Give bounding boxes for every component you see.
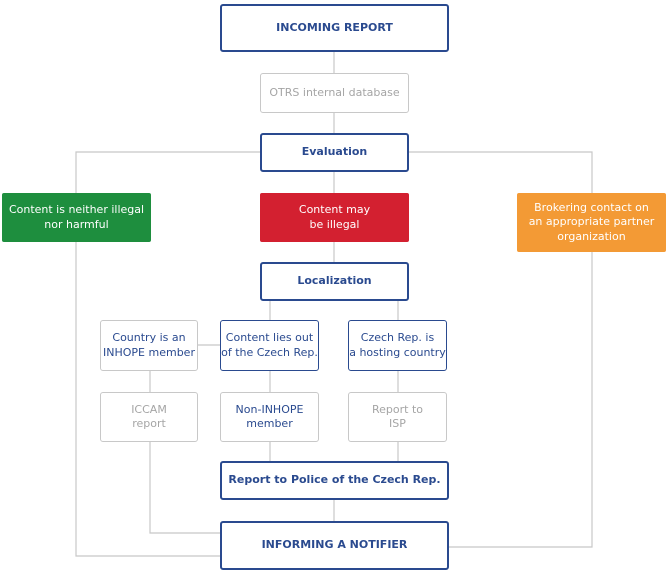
- localization-box: Localization: [260, 262, 409, 301]
- connector-evaluation-left-loop: [75, 151, 260, 557]
- connector-iccam-notifier: [149, 442, 220, 534]
- evaluation-label: Evaluation: [301, 145, 368, 159]
- evaluation-box: Evaluation: [260, 133, 409, 172]
- connector-evaluation-right-loop: [409, 151, 593, 548]
- police-report-label: Report to Police of the Czech Rep.: [228, 473, 441, 487]
- czech-hosting-line-2: a hosting country: [349, 345, 446, 359]
- neither-illegal-line-2: nor harmful: [44, 217, 109, 231]
- brokering-line-2: an appropriate partner: [528, 215, 655, 229]
- inhope-member-box: Country is an INHOPE member: [100, 320, 198, 371]
- outside-czech-line-1: Content lies out: [225, 331, 314, 345]
- otrs-database-box: OTRS internal database: [260, 73, 409, 113]
- police-report-box: Report to Police of the Czech Rep.: [220, 461, 449, 500]
- non-inhope-line-1: Non-INHOPE: [235, 402, 304, 416]
- inhope-member-line-1: Country is an: [112, 331, 186, 345]
- localization-label: Localization: [297, 274, 372, 288]
- iccam-report-box: ICCAM report: [100, 392, 198, 442]
- czech-hosting-box: Czech Rep. is a hosting country: [348, 320, 447, 371]
- otrs-database-label: OTRS internal database: [269, 85, 400, 99]
- report-isp-box: Report to ISP: [348, 392, 447, 442]
- outside-czech-line-2: of the Czech Rep.: [221, 345, 318, 359]
- informing-notifier-box: INFORMING A NOTIFIER: [220, 521, 449, 570]
- may-be-illegal-box: Content may be illegal: [260, 193, 409, 242]
- brokering-line-3: organization: [557, 229, 626, 243]
- czech-hosting-line-1: Czech Rep. is: [360, 331, 435, 345]
- iccam-line-1: ICCAM: [131, 402, 167, 416]
- brokering-line-1: Brokering contact on: [534, 201, 649, 215]
- neither-illegal-line-1: Content is neither illegal: [8, 203, 145, 217]
- iccam-line-2: report: [132, 417, 166, 430]
- incoming-report-label: INCOMING REPORT: [276, 20, 393, 34]
- outside-czech-box: Content lies out of the Czech Rep.: [220, 320, 319, 371]
- non-inhope-box: Non-INHOPE member: [220, 392, 319, 442]
- may-be-illegal-line-2: be illegal: [309, 217, 360, 231]
- inhope-member-line-2: INHOPE member: [103, 345, 195, 359]
- may-be-illegal-line-1: Content may: [298, 203, 371, 217]
- report-isp-line-2: ISP: [389, 417, 406, 430]
- incoming-report-box: INCOMING REPORT: [220, 4, 449, 52]
- report-isp-line-1: Report to: [371, 402, 423, 416]
- informing-notifier-label: INFORMING A NOTIFIER: [261, 538, 408, 552]
- brokering-contact-box: Brokering contact on an appropriate part…: [517, 193, 666, 252]
- non-inhope-line-2: member: [246, 417, 293, 430]
- neither-illegal-box: Content is neither illegal nor harmful: [2, 193, 151, 242]
